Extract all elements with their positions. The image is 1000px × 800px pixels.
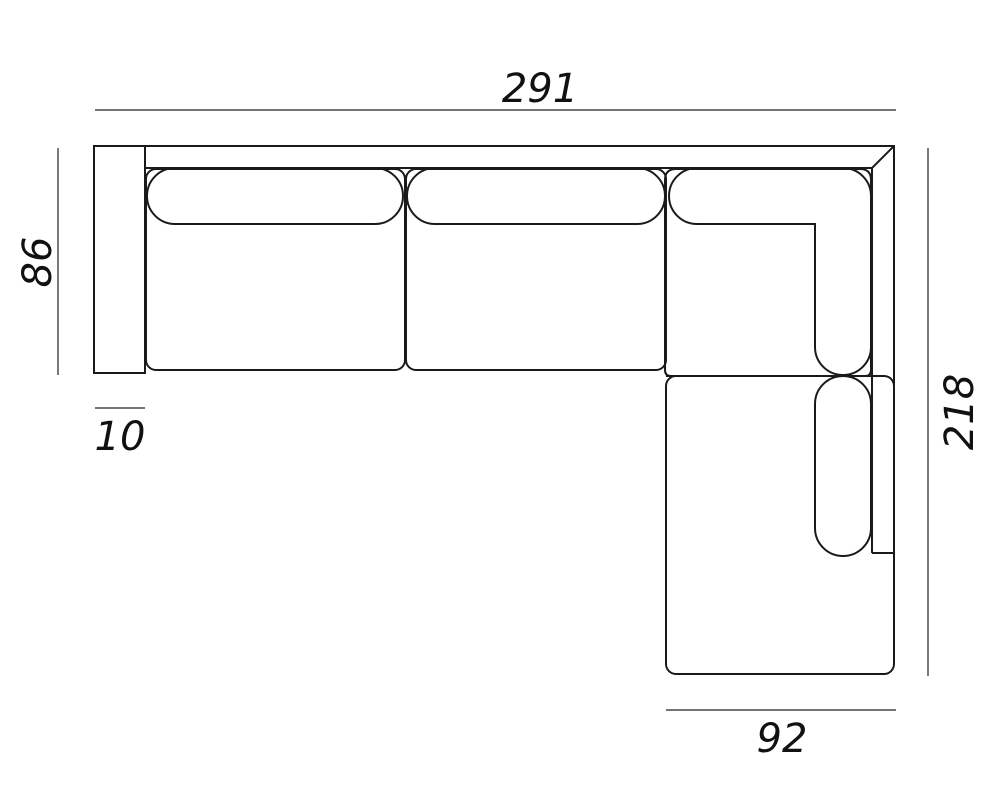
seat-cushion-left [145, 168, 406, 371]
back-corner-miter [871, 145, 895, 169]
back-cushion-corner [668, 167, 872, 376]
seat-cushion-middle [405, 168, 667, 371]
sofa-back-inner-line [145, 167, 873, 553]
back-cushions [146, 167, 872, 557]
left-armrest [93, 145, 146, 374]
overall-width-label: 291 [502, 66, 578, 112]
back-cushion-left [146, 167, 404, 225]
sofa-back-outline [145, 145, 895, 554]
seat-cushions [145, 168, 895, 675]
chaise-width-label: 92 [757, 716, 808, 762]
back-cushion-middle [406, 167, 666, 225]
back-cushion-chaise [814, 375, 872, 557]
dimension-lines [57, 109, 929, 711]
dimension-labels: 291 86 10 218 92 [15, 66, 983, 762]
overall-length-label: 218 [937, 374, 983, 450]
sofa-frame [93, 145, 895, 554]
depth-label: 86 [15, 237, 61, 288]
seat-cushion-chaise [665, 375, 895, 675]
arm-width-label: 10 [95, 414, 146, 460]
seat-cushion-corner [664, 168, 872, 377]
